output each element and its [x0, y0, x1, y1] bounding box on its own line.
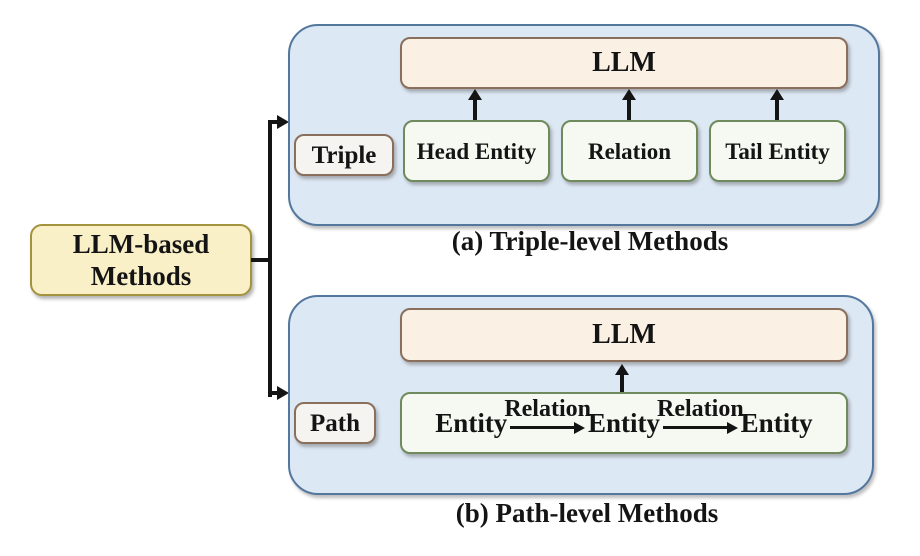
entity-node: Entity — [740, 407, 813, 438]
relation-arrow: Relation — [657, 397, 744, 434]
arrowhead-triple-icon — [277, 115, 289, 129]
tail-entity-box: Tail Entity — [709, 120, 846, 182]
root-label-line2: Methods — [90, 261, 192, 291]
arrowhead-right-icon — [726, 421, 738, 434]
arrowhead-up-icon — [468, 89, 482, 100]
up-arrow-head-entity-icon — [468, 89, 482, 120]
head-entity-box: Head Entity — [403, 120, 550, 182]
right-arrow-icon — [510, 421, 586, 434]
arrow-shaft — [662, 426, 727, 429]
root-label-line1: LLM-based — [72, 228, 210, 259]
relation-label: Relation — [504, 395, 591, 422]
arrowhead-right-icon — [574, 421, 586, 434]
connector-trunk — [268, 120, 272, 397]
arrow-shaft — [775, 100, 779, 120]
arrow-shaft — [510, 426, 575, 429]
relation-label: Relation — [657, 395, 744, 422]
connector-branch-triple — [268, 120, 279, 124]
entity-node: Entity — [435, 407, 508, 438]
triple-tag: Triple — [294, 134, 394, 176]
arrowhead-up-icon — [615, 364, 629, 375]
up-arrow-tail-entity-icon — [770, 89, 784, 120]
caption-path-level: (b) Path-level Methods — [455, 498, 719, 528]
panel-triple-level: LLM Triple Head Entity Relation Tail Ent… — [288, 24, 880, 226]
connector-root-stub — [251, 258, 272, 262]
relation-arrow: Relation — [504, 397, 591, 434]
arrow-shaft — [627, 100, 631, 120]
right-arrow-icon — [662, 421, 738, 434]
arrowhead-path-icon — [277, 386, 289, 400]
llm-box-path: LLM — [400, 308, 848, 362]
up-arrow-relation-icon — [622, 89, 636, 120]
root-node-llm-based-methods: LLM-based Methods — [30, 224, 252, 296]
path-tag: Path — [294, 402, 376, 444]
llm-box-triple: LLM — [400, 37, 848, 89]
up-arrow-path-icon — [615, 364, 629, 392]
connector-branch-path — [268, 391, 279, 395]
arrowhead-up-icon — [770, 89, 784, 100]
entity-node: Entity — [587, 407, 660, 438]
panel-path-level: LLM Path Entity Relation Entity Relation… — [288, 295, 874, 495]
arrow-shaft — [620, 375, 624, 392]
path-sequence: Entity Relation Entity Relation Entity — [402, 394, 846, 452]
arrowhead-up-icon — [622, 89, 636, 100]
relation-box: Relation — [561, 120, 698, 182]
arrow-shaft — [473, 100, 477, 120]
path-box: Entity Relation Entity Relation Entity — [400, 392, 848, 454]
caption-triple-level: (a) Triple-level Methods — [451, 226, 729, 256]
